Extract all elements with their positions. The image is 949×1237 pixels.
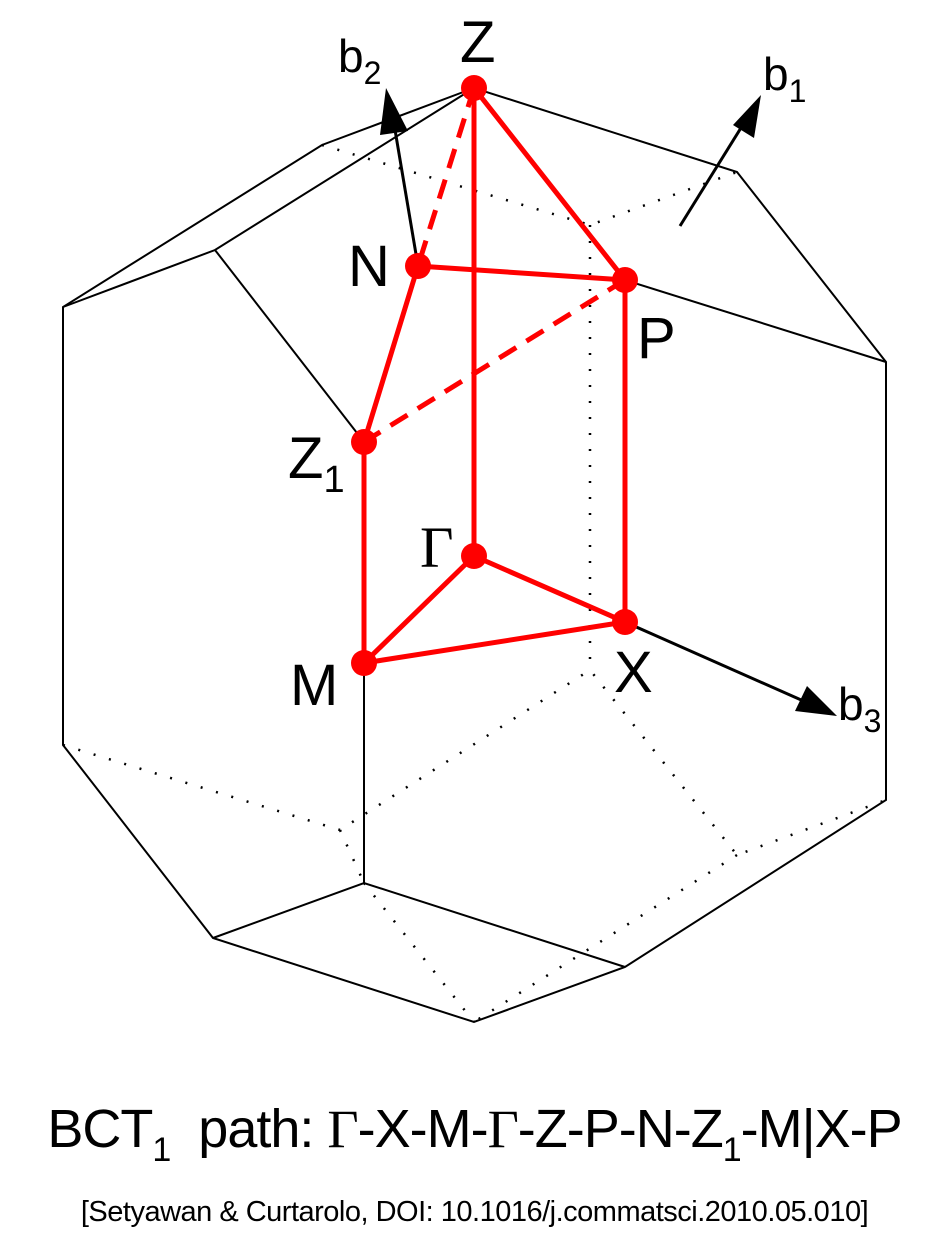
- b1-arrowhead-icon: [733, 95, 761, 138]
- caption-subscript: 1: [722, 1131, 742, 1169]
- label-Z1: Z1: [288, 426, 345, 501]
- caption-segment: -Z-P-N-Z: [517, 1099, 724, 1159]
- k-points: [351, 75, 638, 676]
- b1-vector: [678, 122, 746, 227]
- labels: Z N P Z1 Γ X M b2 b1 b3: [288, 10, 881, 739]
- edge: [212, 881, 626, 968]
- caption-segment: -X-M-: [357, 1099, 489, 1159]
- caption-subscript: 1: [152, 1131, 171, 1169]
- point-M: [351, 650, 377, 676]
- hidden-edge: [363, 882, 475, 1023]
- path-caption: BCT1 path: Γ-X-M-Γ-Z-P-N-Z1-M|X-P: [0, 1098, 949, 1170]
- point-Gamma: [461, 543, 487, 569]
- label-X: X: [614, 640, 653, 705]
- point-N: [405, 253, 431, 279]
- point-X: [612, 609, 638, 635]
- caption-segment: -M|X-P: [740, 1099, 903, 1159]
- caption-lattice: BCT: [47, 1099, 153, 1159]
- k-path-hidden-line: [362, 277, 627, 445]
- label-N: N: [348, 234, 390, 299]
- reciprocal-vectors: [380, 88, 837, 716]
- label-P: P: [637, 306, 676, 371]
- hidden-edges: [62, 143, 887, 1024]
- caption-gamma: Γ: [487, 1099, 519, 1159]
- label-Gamma: Γ: [420, 515, 454, 580]
- caption-gamma: Γ: [327, 1099, 358, 1159]
- brillouin-zone-diagram: Z N P Z1 Γ X M b2 b1 b3: [62, 10, 887, 1024]
- label-b1: b1: [763, 48, 806, 109]
- label-M: M: [290, 653, 338, 718]
- hidden-edge: [338, 829, 366, 884]
- label-Z: Z: [460, 10, 495, 75]
- hidden-edge: [62, 668, 887, 857]
- point-P: [612, 267, 638, 293]
- citation: [Setyawan & Curtarolo, DOI: 10.1016/j.co…: [80, 1196, 869, 1228]
- b3-vector: [624, 620, 809, 705]
- label-b2: b2: [338, 30, 381, 91]
- edge: [624, 279, 887, 363]
- point-Z1: [351, 429, 377, 455]
- b3-arrowhead-icon: [795, 686, 837, 716]
- caption-path-label: path:: [198, 1099, 328, 1159]
- label-b3: b3: [838, 678, 881, 739]
- point-Z: [461, 75, 487, 101]
- hidden-edge: [473, 853, 738, 1024]
- edge: [214, 249, 365, 443]
- b2-arrowhead-icon: [380, 88, 408, 135]
- k-path-hidden-line: [415, 87, 477, 267]
- b2-vector: [391, 117, 420, 267]
